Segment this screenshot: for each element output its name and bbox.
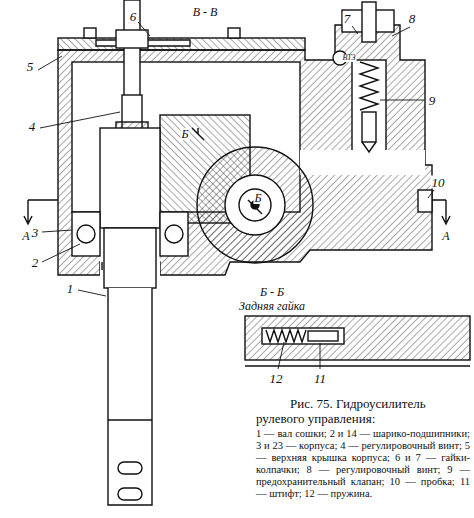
section-line — [192, 128, 204, 140]
plug — [418, 190, 432, 212]
section-label: Б — [253, 192, 262, 204]
spring-12 — [266, 330, 306, 342]
cover-bolt — [228, 28, 240, 38]
worm — [197, 147, 313, 263]
section-label: ВТЗ — [342, 54, 357, 62]
section-label: А — [441, 230, 450, 242]
callout-number: 11 — [313, 372, 327, 385]
valve-bore — [352, 60, 386, 155]
callout-number: 9 — [428, 94, 437, 107]
callout-number: 5 — [26, 60, 35, 73]
section-label: Задняя гайка — [238, 300, 306, 312]
section-label: А — [21, 230, 30, 242]
callout-number: 6 — [129, 10, 138, 23]
sector-shaft-head — [100, 128, 160, 228]
shaft-slot — [118, 488, 142, 500]
adjusting-rod — [124, 0, 140, 100]
valve-spring — [360, 62, 378, 110]
bearing — [72, 212, 100, 256]
parts-key: 1 — вал сошки; 2 и 14 — шарико-подшипник… — [256, 428, 470, 500]
rear-nut-section — [245, 316, 470, 360]
callout-number: 3 — [31, 226, 40, 239]
cover-bolt — [84, 28, 96, 38]
section-label: В - В — [192, 6, 219, 18]
pin-11 — [308, 331, 338, 341]
section-arrow — [24, 200, 58, 224]
callout-number: 8 — [408, 12, 417, 25]
section-label: Б - Б — [259, 286, 285, 298]
callout-number: 7 — [343, 12, 352, 25]
callout-number: 1 — [66, 282, 75, 295]
section-label: Б — [180, 128, 189, 140]
adjusting-screw-8 — [362, 2, 376, 42]
plug-bore — [300, 150, 425, 175]
leader-lines — [38, 22, 434, 369]
callout-number: 2 — [31, 256, 40, 269]
top-cover — [58, 38, 305, 50]
sector-shaft-lower — [108, 288, 152, 505]
sector-shaft — [104, 228, 156, 288]
bearing — [160, 212, 188, 256]
section-arrow — [432, 200, 450, 224]
relief-valve — [362, 112, 376, 142]
figure-caption: Рис. 75. Гидроусилитель рулевого управле… — [256, 396, 470, 426]
shaft-slot — [118, 462, 142, 474]
callout-number: 10 — [431, 176, 446, 189]
callout-number: 12 — [269, 372, 284, 385]
callout-number: 4 — [28, 120, 37, 133]
